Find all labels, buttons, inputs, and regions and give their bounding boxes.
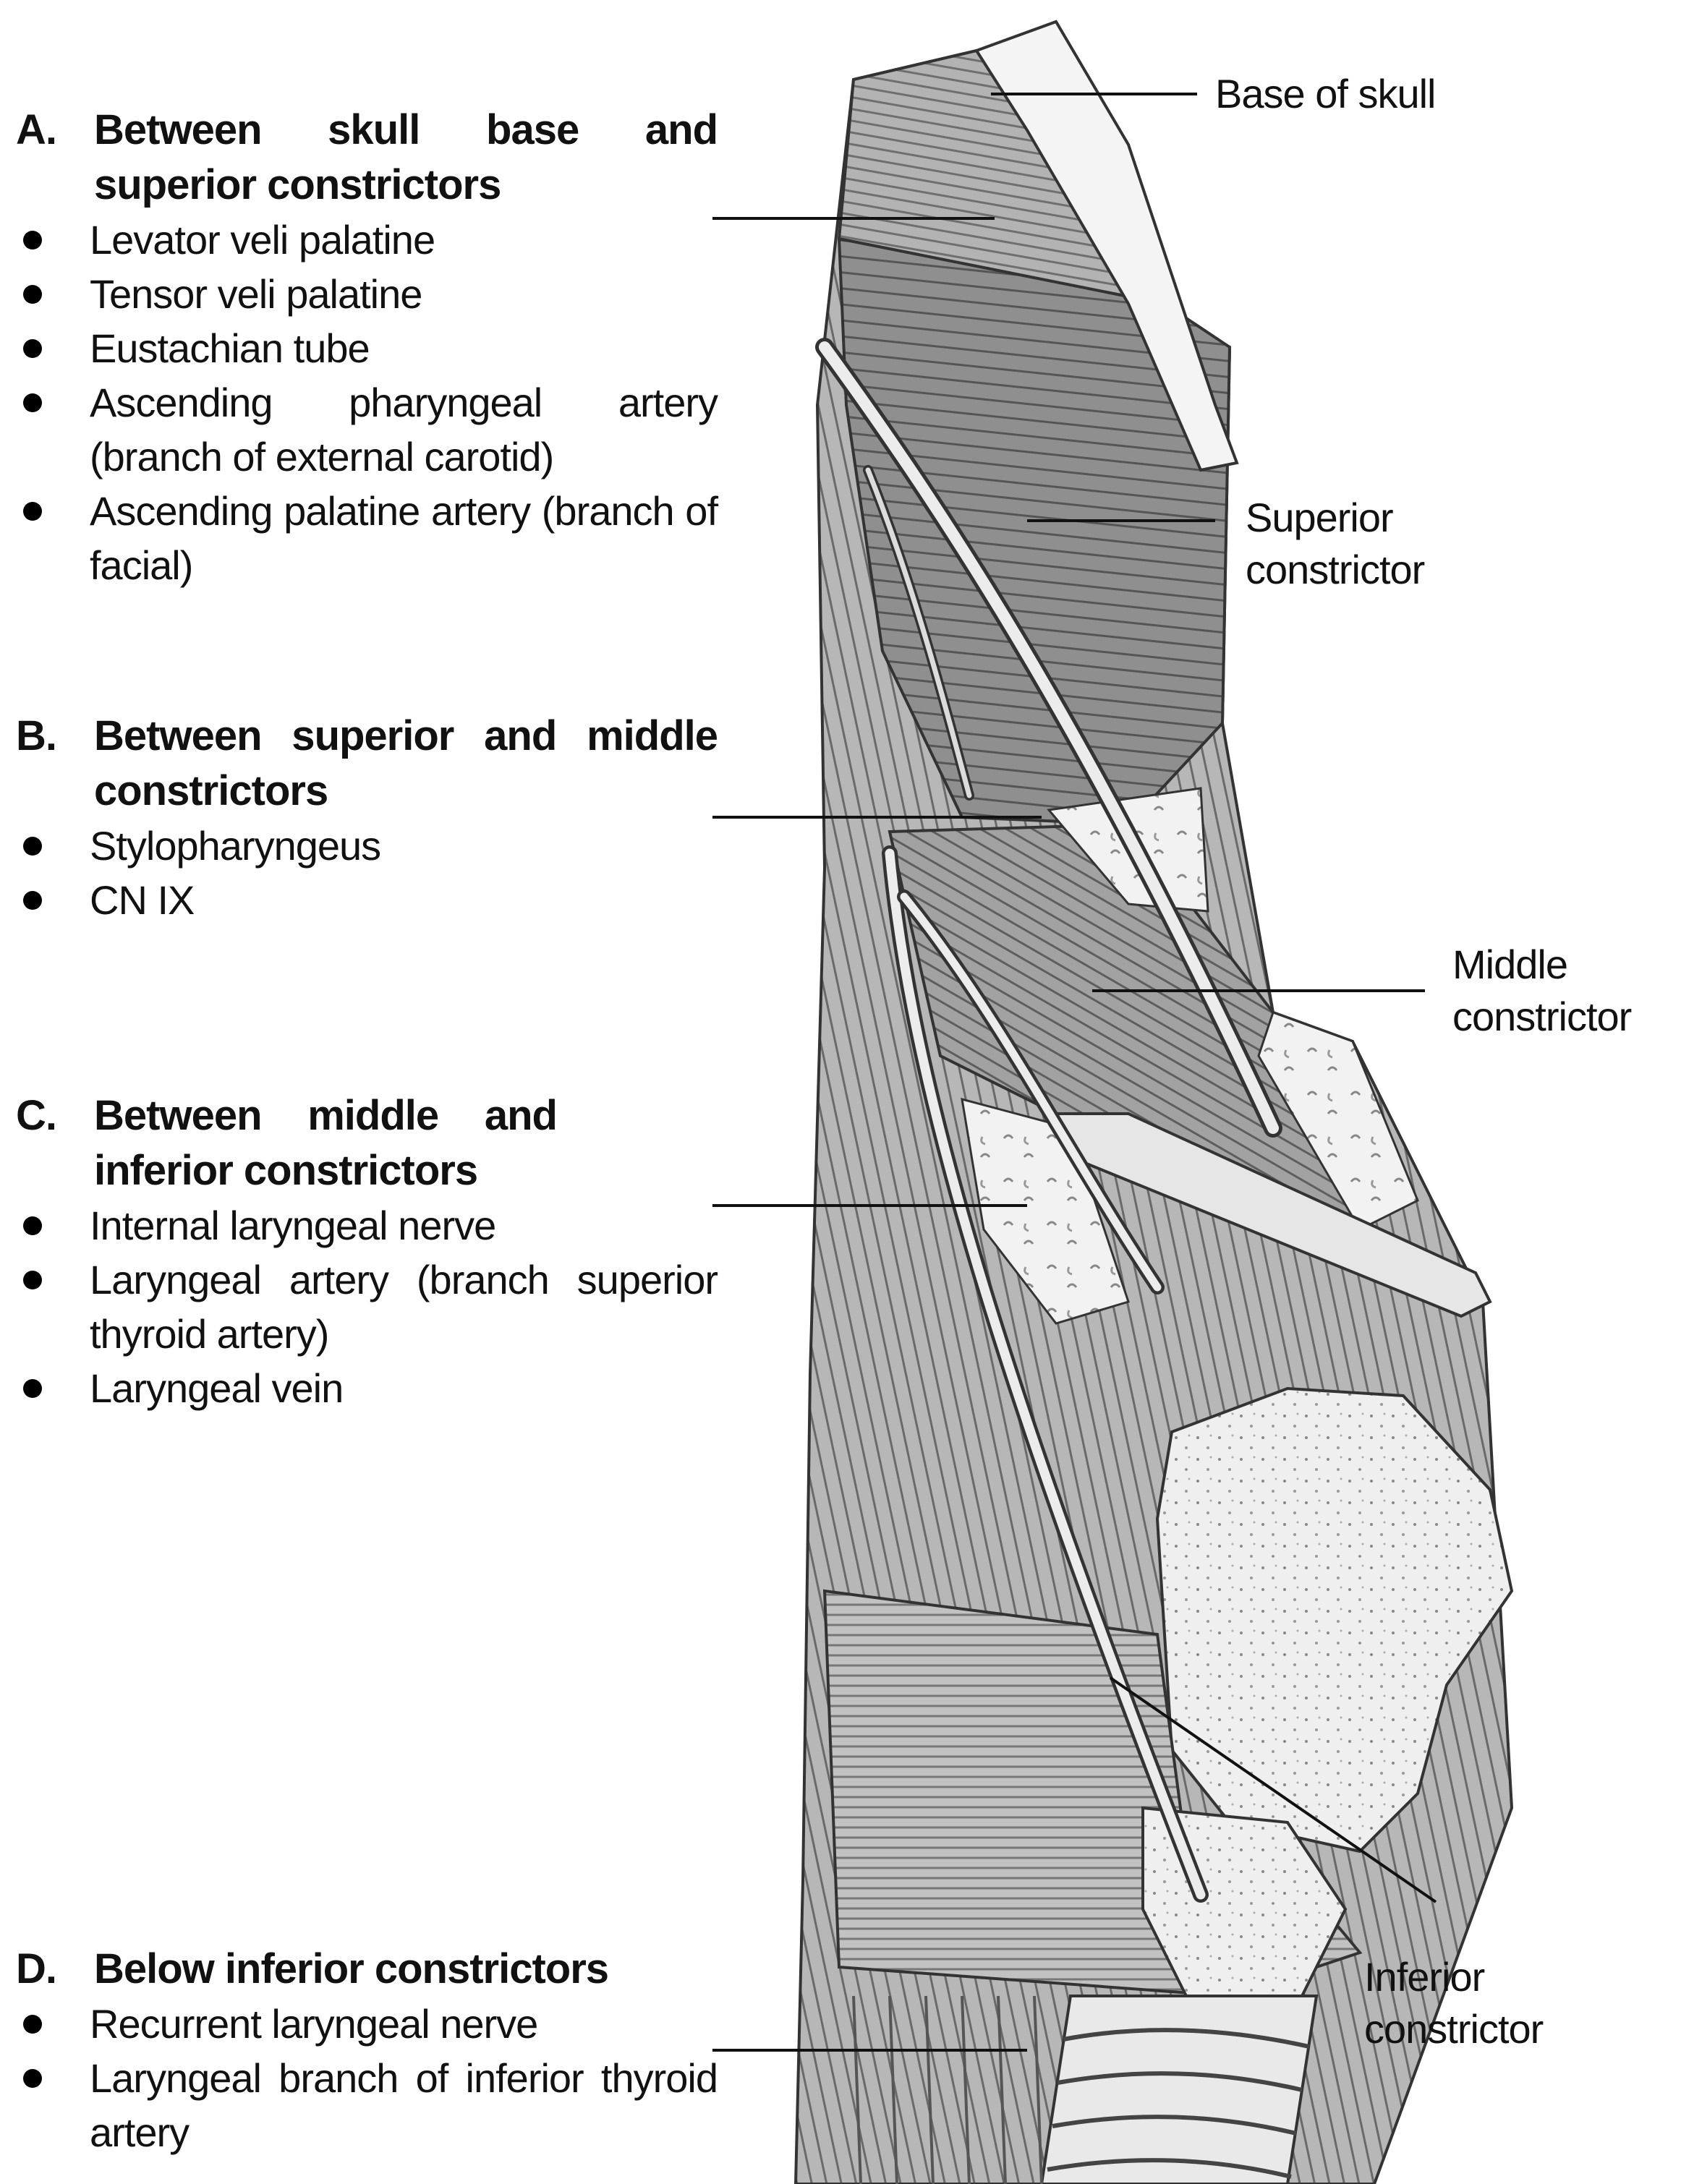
bullet-icon	[23, 393, 42, 412]
list-item: Stylopharyngeus	[16, 819, 718, 873]
section-c-heading: C. Between middle and inferior constrict…	[16, 1088, 718, 1198]
bullet-icon	[23, 1216, 42, 1235]
section-d-heading: D. Below inferior constrictors	[16, 1942, 718, 1997]
section-a-title: Between skull base and superior constric…	[94, 103, 718, 213]
section-b-heading: B. Between superior and middle constrict…	[16, 709, 718, 819]
section-b-letter: B.	[16, 709, 56, 764]
label-base-of-skull: Base of skull	[1215, 68, 1436, 120]
bullet-icon	[23, 1379, 42, 1398]
list-item: Ascending palatine artery (branch of fac…	[16, 484, 718, 592]
trachea	[1042, 1996, 1316, 2184]
section-d-title: Below inferior constrictors	[94, 1942, 718, 1997]
bullet-icon	[23, 891, 42, 910]
list-item: CN IX	[16, 873, 718, 927]
list-item: Ascending pharyngeal artery (branch of e…	[16, 375, 718, 484]
section-d: D. Below inferior constrictors Recurrent…	[16, 1942, 718, 2159]
bullet-icon	[23, 231, 42, 249]
list-item: Tensor veli palatine	[16, 267, 718, 321]
section-a-letter: A.	[16, 103, 56, 158]
list-item: Recurrent laryngeal nerve	[16, 1997, 718, 2051]
list-item: Laryngeal artery (branch superior thyroi…	[16, 1253, 718, 1361]
bullet-icon	[23, 502, 42, 521]
list-item: Eustachian tube	[16, 321, 718, 375]
label-inferior-constrictor: Inferior constrictor	[1364, 1951, 1603, 2055]
section-b-title: Between superior and middle constrictors	[94, 709, 718, 819]
section-c-title: Between middle and inferior constrictors	[94, 1088, 557, 1198]
list-item: Levator veli palatine	[16, 213, 718, 267]
label-superior-constrictor: Superior constrictor	[1246, 492, 1484, 596]
bullet-icon	[23, 2069, 42, 2088]
section-a-heading: A. Between skull base and superior const…	[16, 103, 718, 213]
list-item: Internal laryngeal nerve	[16, 1198, 718, 1253]
label-middle-constrictor: Middle constrictor	[1452, 939, 1669, 1043]
section-d-letter: D.	[16, 1942, 56, 1997]
bullet-icon	[23, 837, 42, 856]
list-item: Laryngeal vein	[16, 1361, 718, 1415]
section-c-letter: C.	[16, 1088, 56, 1143]
section-c: C. Between middle and inferior constrict…	[16, 1088, 718, 1415]
bullet-icon	[23, 1271, 42, 1289]
section-a: A. Between skull base and superior const…	[16, 103, 718, 592]
bullet-icon	[23, 339, 42, 358]
list-item: Laryngeal branch of inferior thyroid art…	[16, 2051, 718, 2159]
bullet-icon	[23, 2015, 42, 2034]
section-b: B. Between superior and middle constrict…	[16, 709, 718, 927]
bullet-icon	[23, 285, 42, 304]
